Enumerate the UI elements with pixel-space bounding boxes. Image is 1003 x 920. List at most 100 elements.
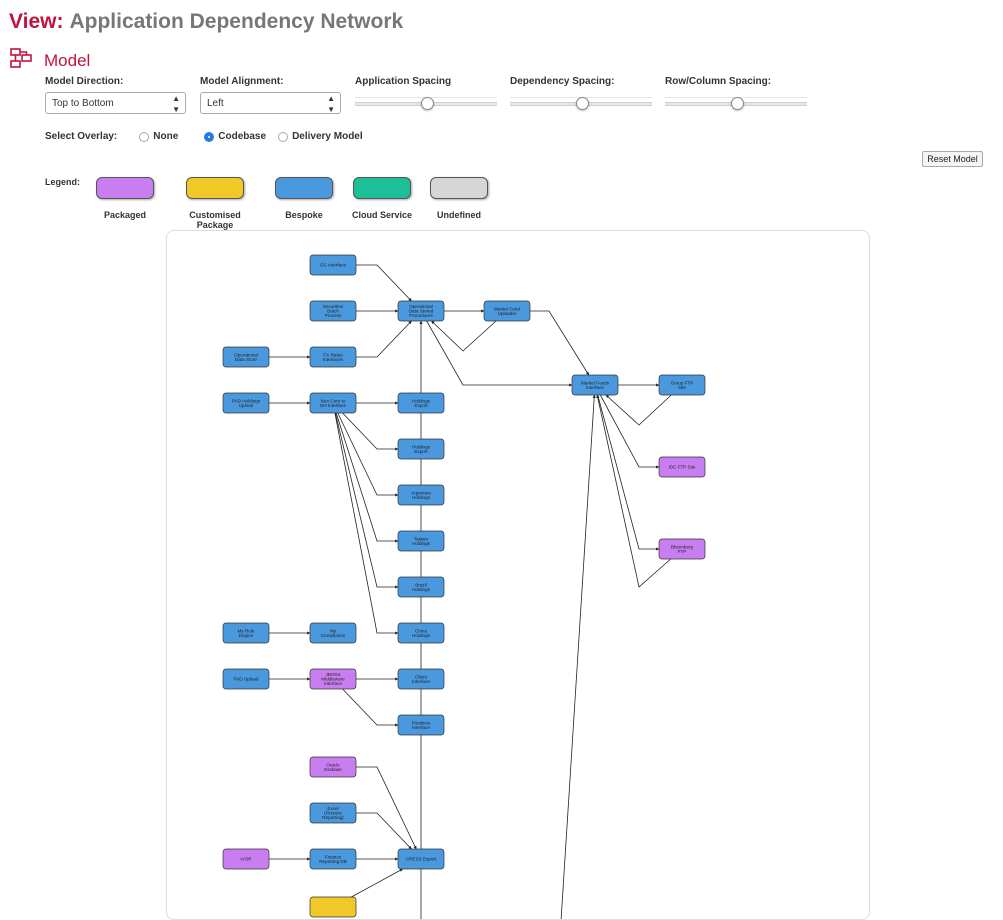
reset-model-button[interactable]: Reset Model	[922, 151, 983, 167]
app-node-box[interactable]	[397, 576, 445, 598]
radio-label: None	[153, 131, 179, 142]
model-direction-select[interactable]: Top to Bottom ▲▼	[45, 92, 186, 114]
app-node-cress[interactable]: CRESS Export	[397, 848, 445, 870]
app-node-box[interactable]	[222, 668, 270, 690]
application-spacing-slider[interactable]	[355, 96, 497, 112]
app-node-ivor[interactable]: IVOR	[222, 848, 270, 870]
overlay-option-delivery-model[interactable]: Delivery Model	[278, 131, 363, 142]
app-node-box[interactable]	[222, 392, 270, 414]
model-alignment-select[interactable]: Left ▲▼	[200, 92, 341, 114]
app-node-box[interactable]	[309, 346, 357, 368]
app-node-idc[interactable]: IDC FTP Site	[658, 456, 706, 478]
app-node-box[interactable]	[658, 538, 706, 560]
row-column-spacing-slider[interactable]	[665, 96, 807, 112]
app-node-label: Client	[415, 674, 427, 679]
slider-thumb[interactable]	[420, 97, 434, 110]
slider-thumb[interactable]	[730, 97, 744, 110]
app-node-gc[interactable]: GC Interface	[309, 254, 357, 276]
overlay-option-codebase[interactable]: Codebase	[204, 131, 266, 142]
app-node-box[interactable]	[309, 300, 357, 322]
radio-button[interactable]	[139, 131, 150, 142]
dependency-edge-jboss-pos	[342, 688, 399, 727]
legend-swatch	[430, 177, 488, 199]
dependency-edge-mfi-mfi	[560, 394, 596, 919]
app-node-box[interactable]	[309, 254, 357, 276]
model-direction-value: Top to Bottom	[52, 98, 114, 109]
app-node-box[interactable]	[309, 896, 357, 918]
app-node-box[interactable]	[222, 346, 270, 368]
app-node-label: Non Core to	[321, 398, 346, 403]
row-column-spacing-label: Row/Column Spacing:	[665, 76, 772, 87]
app-node-box[interactable]	[222, 622, 270, 644]
app-node-box[interactable]	[571, 374, 619, 396]
app-node-box[interactable]	[222, 848, 270, 870]
app-node-box[interactable]	[309, 392, 357, 414]
app-node-box[interactable]	[309, 756, 357, 778]
app-node-box[interactable]	[397, 622, 445, 644]
legend-item-bespoke: Bespoke	[262, 177, 346, 220]
dependency-edge-gftp-mfi	[605, 394, 672, 426]
app-node-label: Group FTP	[671, 380, 694, 385]
app-node-box[interactable]	[658, 374, 706, 396]
legend-item-customised-package: Customised Package	[173, 177, 257, 230]
app-node-label: Site	[678, 385, 686, 390]
radio-button[interactable]	[204, 131, 215, 142]
overlay-option-none[interactable]: None	[139, 131, 178, 142]
select-arrows-icon: ▲▼	[327, 94, 335, 114]
app-node-label: Holdings	[412, 495, 431, 500]
app-node-box[interactable]	[397, 668, 445, 690]
app-node-box[interactable]	[397, 484, 445, 506]
app-node-box[interactable]	[397, 300, 445, 322]
radio-button[interactable]	[278, 131, 289, 142]
app-node-box[interactable]	[397, 438, 445, 460]
dependency-spacing-slider[interactable]	[510, 96, 652, 112]
app-node-label: Export	[414, 403, 428, 408]
app-node-box[interactable]	[397, 848, 445, 870]
app-node-box[interactable]	[309, 802, 357, 824]
app-node-box[interactable]	[658, 456, 706, 478]
app-node-padu[interactable]: PAD Upload	[222, 668, 270, 690]
app-node-box[interactable]	[397, 392, 445, 414]
app-node-box[interactable]	[309, 622, 357, 644]
app-node-box[interactable]	[483, 300, 531, 322]
app-node-box[interactable]	[397, 530, 445, 552]
slider-thumb[interactable]	[575, 97, 589, 110]
model-section-header: Model	[10, 47, 90, 74]
app-node-label: Oracle	[326, 762, 340, 767]
radio-label: Codebase	[218, 131, 267, 142]
dependency-network-graph[interactable]: GC InterfaceSecuritiesBatchProcessOperat…	[167, 231, 870, 920]
app-node-box[interactable]	[309, 668, 357, 690]
app-node-cp1[interactable]	[309, 896, 357, 918]
app-node-box[interactable]	[397, 714, 445, 736]
app-node-box[interactable]	[309, 848, 357, 870]
app-node-label: FX Rates	[323, 352, 343, 357]
app-node-label: Excel	[327, 806, 338, 811]
app-node-label: DH Interface	[320, 403, 346, 408]
dependency-edge-ncdh-bra	[335, 412, 399, 589]
